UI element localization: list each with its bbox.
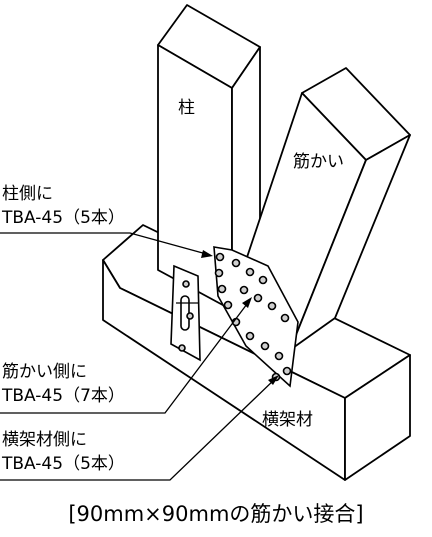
plate-screw-brace (231, 258, 241, 268)
plate-screw-brace (245, 267, 255, 277)
callout-brace-line1: 筋かい側に (2, 362, 87, 382)
figure-caption: [90mm×90mmの筋かい接合] (68, 502, 364, 526)
connector-plate (213, 246, 299, 388)
plate-screw-beam (274, 351, 284, 361)
brace-side-face (289, 134, 411, 351)
beam-end-face (344, 354, 411, 481)
side-plate-screw (178, 344, 186, 352)
beam-label: 横架材 (262, 410, 313, 430)
callout-brace-line2: TBA-45（7本） (2, 386, 125, 406)
callout-beam-line2: TBA-45（5本） (2, 454, 125, 474)
plate-screw-brace (239, 285, 249, 295)
plate-screw-brace (258, 275, 268, 285)
brace-label: 筋かい (293, 152, 344, 172)
callout-pillar-line2: TBA-45（5本） (2, 208, 125, 228)
plate-screw-pillar (217, 284, 227, 294)
leader-arrow-brace (242, 297, 252, 308)
leader-arrow-beam (268, 375, 279, 385)
leader-line-beam (0, 377, 277, 481)
plate-screw-brace (267, 301, 277, 311)
side-plate-screw (182, 280, 190, 288)
plate-screw-beam (245, 331, 255, 341)
plate-screw-brace (253, 293, 263, 303)
plate-screw-pillar (215, 252, 225, 262)
pillar-label: 柱 (178, 98, 195, 118)
callout-beam-line1: 横架材側に (2, 430, 87, 450)
callout-pillar-line1: 柱側に (2, 184, 53, 204)
plate-screw-brace (280, 313, 290, 323)
plate-screw-beam (282, 366, 292, 376)
leader-line-brace (0, 299, 251, 414)
plate-screw-beam (260, 341, 270, 351)
plate-screw-pillar (223, 300, 233, 310)
plate-screw-pillar (214, 268, 224, 278)
side-plate-screw (186, 312, 194, 320)
leader-line-pillar (0, 232, 211, 256)
leader-arrow-pillar (201, 250, 213, 258)
